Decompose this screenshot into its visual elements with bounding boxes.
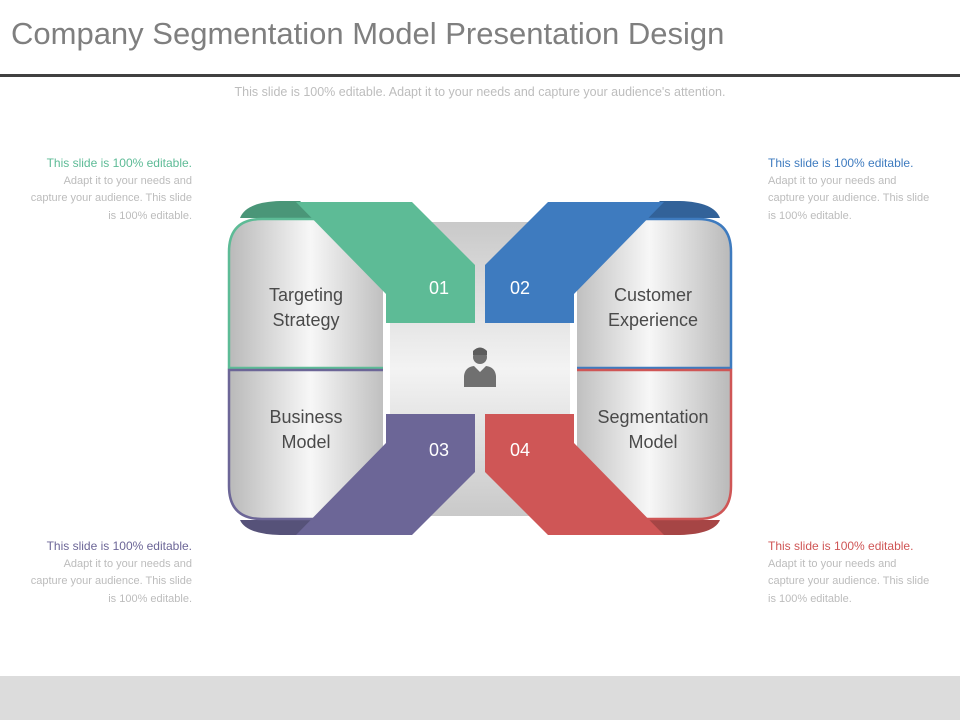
note-top-right-body: Adapt it to your needs and capture your …	[768, 174, 930, 222]
arrow-02	[485, 202, 664, 323]
arrow-01	[296, 202, 475, 323]
slide-subtitle: This slide is 100% editable. Adapt it to…	[234, 85, 726, 99]
label-segmentation-model-line1: Segmentation	[597, 407, 708, 427]
person-icon	[464, 347, 496, 387]
label-business-model-line2: Model	[281, 432, 330, 452]
note-top-left-highlight: This slide is 100% editable.	[46, 156, 192, 170]
note-top-right: This slide is 100% editable. Adapt it to…	[768, 155, 936, 224]
label-customer-experience-line2: Experience	[608, 310, 698, 330]
note-bottom-left-highlight: This slide is 100% editable.	[46, 539, 192, 553]
label-segmentation-model-line2: Model	[628, 432, 677, 452]
number-03: 03	[429, 440, 449, 460]
arrow-03	[296, 414, 475, 535]
slide-title: Company Segmentation Model Presentation …	[11, 16, 725, 51]
note-bottom-right: This slide is 100% editable. Adapt it to…	[768, 538, 936, 607]
label-business-model-line1: Business	[269, 407, 342, 427]
note-bottom-left-body: Adapt it to your needs and capture your …	[30, 557, 192, 605]
label-targeting-strategy-line2: Strategy	[272, 310, 339, 330]
footer-bar	[0, 676, 960, 720]
label-targeting-strategy-line1: Targeting	[269, 285, 343, 305]
note-top-left: This slide is 100% editable. Adapt it to…	[24, 155, 192, 224]
note-bottom-right-body: Adapt it to your needs and capture your …	[768, 557, 930, 605]
title-divider	[0, 74, 960, 77]
label-customer-experience-line1: Customer	[614, 285, 692, 305]
arrow-04	[485, 414, 664, 535]
number-04: 04	[510, 440, 530, 460]
note-bottom-left: This slide is 100% editable. Adapt it to…	[24, 538, 192, 607]
number-01: 01	[429, 278, 449, 298]
note-top-left-body: Adapt it to your needs and capture your …	[30, 174, 192, 222]
number-02: 02	[510, 278, 530, 298]
note-top-right-highlight: This slide is 100% editable.	[768, 156, 914, 170]
note-bottom-right-highlight: This slide is 100% editable.	[768, 539, 914, 553]
